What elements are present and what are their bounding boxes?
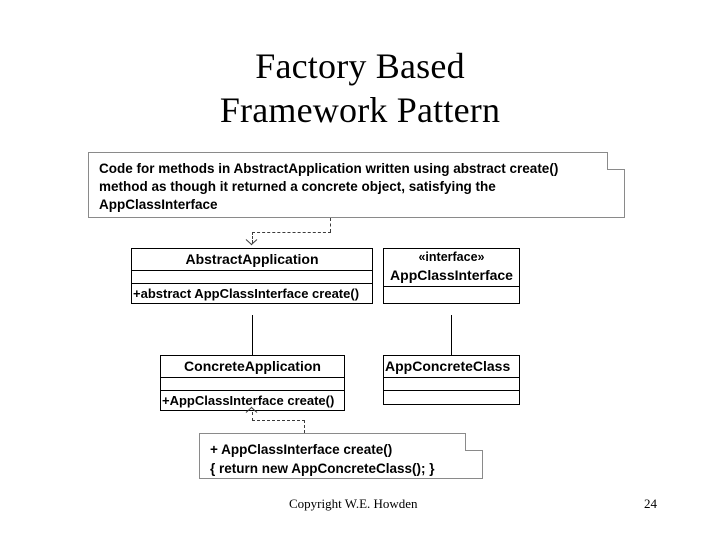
class-stereotype-interface: «interface» [418, 250, 485, 264]
note-bottom-line-2: { return new AppConcreteClass(); } [210, 461, 435, 476]
class-name-app-class-interface: AppClassInterface [390, 267, 513, 283]
uml-class-concrete-application[interactable]: ConcreteApplication +AppClassInterface c… [160, 355, 345, 411]
note-top-line-3: AppClassInterface [99, 197, 218, 212]
note-fold-corner-icon [465, 432, 483, 451]
class-name-concrete-application: ConcreteApplication [161, 356, 344, 378]
generalization-arrowhead-icon-concrete-to-abstract [244, 304, 260, 315]
class-attributes-concrete-application [161, 378, 344, 391]
class-name-app-concrete-class: AppConcreteClass [384, 356, 519, 378]
note-anchor-bottom-segment-vertical-b [252, 412, 253, 421]
generalization-arrowhead-icon-appconcrete-to-interface [443, 304, 459, 315]
page-title: Factory Based Framework Pattern [0, 44, 720, 132]
note-create-implementation-comment: + AppClassInterface create() { return ne… [199, 432, 483, 479]
note-anchor-top-segment-vertical-b [252, 232, 253, 243]
note-anchor-bottom-arrowhead-icon [245, 405, 258, 414]
generalization-line-concrete-to-abstract [252, 315, 253, 355]
class-members-app-class-interface [384, 287, 519, 303]
note-top-line-1: Code for methods in AbstractApplication … [99, 161, 559, 176]
note-anchor-top-arrowhead-icon [245, 238, 258, 247]
note-fold-corner-icon [607, 151, 625, 170]
page-title-line-1: Factory Based [255, 46, 465, 86]
note-bottom-line-1: + AppClassInterface create() [210, 442, 393, 457]
class-name-abstract-application: AbstractApplication [132, 249, 372, 271]
note-anchor-bottom-segment-horizontal [252, 420, 305, 421]
class-operation-concrete-application-create: +AppClassInterface create() [162, 393, 335, 408]
class-attributes-app-concrete-class [384, 378, 519, 391]
uml-class-app-class-interface[interactable]: «interface» AppClassInterface [383, 248, 520, 304]
note-anchor-bottom-segment-vertical-a [304, 420, 305, 433]
generalization-line-appconcrete-to-interface [451, 315, 452, 355]
footer-page-number: 24 [644, 496, 657, 511]
note-top-line-2: method as though it returned a concrete … [99, 179, 496, 194]
page-title-line-2: Framework Pattern [219, 90, 501, 130]
uml-class-app-concrete-class[interactable]: AppConcreteClass [383, 355, 520, 405]
uml-class-abstract-application[interactable]: AbstractApplication +abstract AppClassIn… [131, 248, 373, 304]
note-anchor-top-segment-vertical-a [330, 218, 331, 232]
class-attributes-abstract-application [132, 271, 372, 284]
note-anchor-top-segment-horizontal [252, 232, 331, 233]
class-header-app-class-interface: «interface» AppClassInterface [384, 249, 519, 287]
class-operation-abstract-application-create: +abstract AppClassInterface create() [133, 286, 360, 301]
note-abstract-application-comment: Code for methods in AbstractApplication … [88, 151, 625, 218]
class-operations-app-concrete-class [384, 391, 519, 404]
footer-copyright: Copyright W.E. Howden [289, 496, 418, 511]
